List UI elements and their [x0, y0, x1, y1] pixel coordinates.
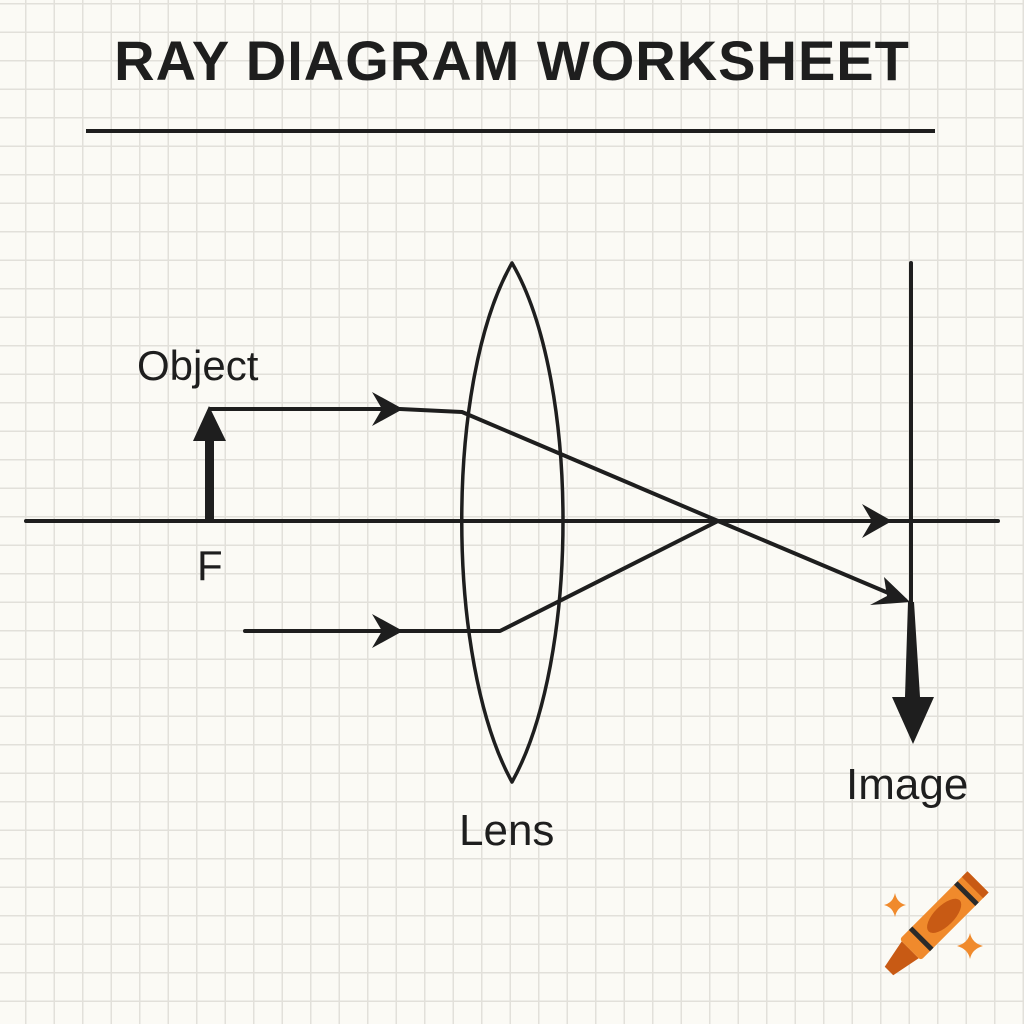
image-arrow-icon: [892, 602, 934, 744]
ray-parallel-bottom: [243, 519, 720, 633]
sparkle-icon: [957, 933, 983, 959]
title-underline: [86, 129, 935, 133]
image-label: Image: [846, 760, 969, 809]
object-label: Object: [137, 342, 259, 389]
crayon-icon: [884, 871, 989, 976]
object-arrow-shaft: [205, 436, 214, 521]
arrowhead-icon: [862, 504, 892, 538]
ray-parallel-top: [208, 407, 907, 602]
arrowhead-icon: [372, 614, 403, 648]
page-title: RAY DIAGRAM WORKSHEET: [114, 29, 910, 92]
lens-label: Lens: [459, 806, 555, 855]
arrowhead-icon: [870, 577, 910, 605]
focal-point-label: F: [197, 542, 223, 589]
arrowhead-icon: [372, 392, 403, 426]
sparkle-icon: [884, 893, 906, 917]
object-arrow-icon: [193, 406, 226, 441]
